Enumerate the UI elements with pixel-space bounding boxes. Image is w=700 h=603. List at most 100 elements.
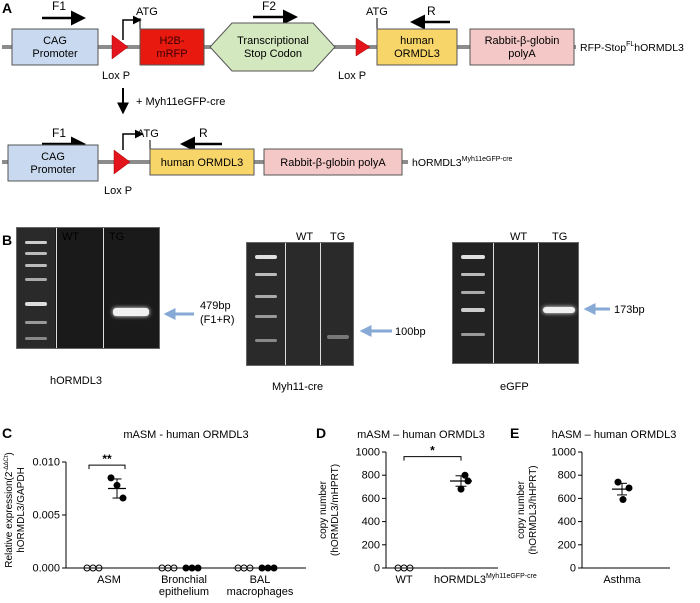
chart-d-y-tick-label: 800 [362,470,380,482]
gel-1-band-label-2: (F1+R) [200,314,235,326]
gel-3 [452,242,579,364]
cag-promoter-2-label-b: Promoter [30,164,76,176]
chart-d-x-label: WT [395,574,412,586]
gel-1-band-label: 479bp [200,300,231,312]
primer-f1-label: F1 [52,0,66,13]
h2b-mrfp-box [139,28,205,66]
chart-e-marks: Asthma [603,478,642,586]
atg-label-3: ATG [137,128,159,140]
chart-d-y-tick-label: 200 [362,539,380,551]
primer-f1-label-2: F1 [52,126,66,140]
gel-2-ladder-band [255,273,277,276]
construct-2-name: hORMDL3Myh11eGFP-cre [412,156,513,169]
chart-e-y-tick-label: 1000 [552,447,576,459]
chart-c-axes: 0.000 0.005 0.010 [32,457,306,575]
gel-arrows: 479bp (F1+R) 100bp 173bp [163,300,645,338]
chart-c-ylabel: Relative expression(2-ΔΔCt) [4,452,15,568]
chart-c-x-label: macrophages [227,586,294,598]
panel-label-c: C [2,425,12,441]
gel-2-band-label: 100bp [395,326,426,338]
gel-3-tg-lane [538,243,539,363]
gel-3-caption: eGFP [500,381,529,393]
chart-d-y-tick-label: 1000 [356,447,380,459]
panel-label-a: A [2,0,12,16]
cag-promoter-label-2: Promoter [32,48,78,60]
chart-c-ylabel-2: hORMDL3/GAPDH [16,467,27,553]
chart-e-y-tick-label: 600 [558,493,576,505]
h2b-mrfp-label-2: mRFP [156,48,187,60]
chart-e-point [614,478,622,486]
gel-2-ladder-band [255,315,277,318]
gel-1-caption: hORMDL3 [50,375,102,387]
loxp-label-2: Lox P [338,70,366,82]
ormdl3-box-1 [376,28,458,66]
chart-c-y-tick-label: 0.010 [32,457,60,469]
gel-1-tg-label: TG [109,231,125,243]
gel-1-tg-lane [103,228,104,348]
loxp-triangle-2 [355,37,371,57]
gel-1-ladder-band [25,252,47,255]
loxp-label-1: Lox P [102,70,130,82]
chart-e-y-tick-label: 400 [558,516,576,528]
chart-e-point [625,484,633,492]
polya-label-2: Rabbit-β-globin polyA [280,157,386,169]
chart-c-y-tick-label: 0.000 [32,563,60,575]
chart-d-ylabel: copy number [318,480,329,538]
construct-1-name: RFP-StopFLhORMDL3 [580,41,684,54]
gel-1-ladder-lane [17,228,55,348]
cag-promoter-2-label: CAG [41,151,65,163]
gel-3-wt-label: WT [510,231,528,243]
chart-d-significance-label: * [430,444,435,458]
chart-c-y-tick-label: 0.005 [32,510,60,522]
gel-2-caption: Myh11-cre [272,381,324,393]
tss-arrow-2 [122,129,144,150]
tss-arrow-1 [122,15,142,40]
charts-panel: C D E mASM - human ORMDL3 Relative expre… [2,425,677,598]
loxp-triangle-3 [113,149,131,175]
gel-2 [246,242,354,366]
gel-2-tg-band [327,335,349,339]
atg-label-2: ATG [366,6,388,18]
gel-1-ladder-band [25,337,47,340]
loxp-triangle-1 [111,34,129,60]
gel-3-ladder-band [461,255,485,259]
chart-d-x-label: hORMDL3Myh11eGFP-cre [434,573,537,586]
gel-2-ladder-band [255,295,277,298]
gel-1-wt-label: WT [62,231,80,243]
gel-2-ladder-band [255,339,277,342]
chart-e-ylabel: copy number [516,480,527,538]
gel-2-wt-lane [285,243,286,365]
gel-1 [16,227,160,349]
panel-a-constructs: A F1 CAG Promoter Lox P ATG H2B- mRFP F2… [2,0,684,197]
chart-e-title: hASM – human ORMDL3 [552,429,677,441]
cag-promoter-box-2 [7,144,99,182]
cross-label: + Myh11eGFP-cre [136,96,225,108]
chart-d-y-tick-label: 400 [362,516,380,528]
chart-d: mASM – human ORMDL3 copy number (hORMDL3… [318,429,537,586]
stop-codon-hexagon [209,22,336,72]
gel-3-ladder-band [461,291,485,294]
gel-1-wt-lane [56,228,57,348]
stop-codon-label-2: Stop Codon [244,48,302,60]
gel-3-tg-band [543,307,575,313]
gel-3-ladder-band [461,308,485,312]
polya-box-2 [263,148,403,176]
chart-c-significance-bracket [88,464,126,470]
gel-2-ladder-band [255,255,277,259]
atg-label-1: ATG [136,6,158,18]
gel-3-tg-label: TG [552,231,568,243]
chart-c-x-label: Bronchial [161,574,207,586]
polya-box-1 [469,28,575,66]
gel-3-ladder-band [461,273,485,276]
gel-1-tg-band [113,308,149,316]
ormdl3-label-1: human [400,35,434,47]
gel-2-wt-label: WT [296,231,314,243]
chart-c-significance-label: ** [102,452,112,466]
chart-e-y-tick-label: 800 [558,470,576,482]
chart-d-tg-point [457,485,465,493]
chart-d-ylabel-2: (hORMDL3/mHPRT) [330,464,341,556]
gel-3-ladder-band [461,333,485,336]
polya-label-1b: polyA [508,48,536,60]
